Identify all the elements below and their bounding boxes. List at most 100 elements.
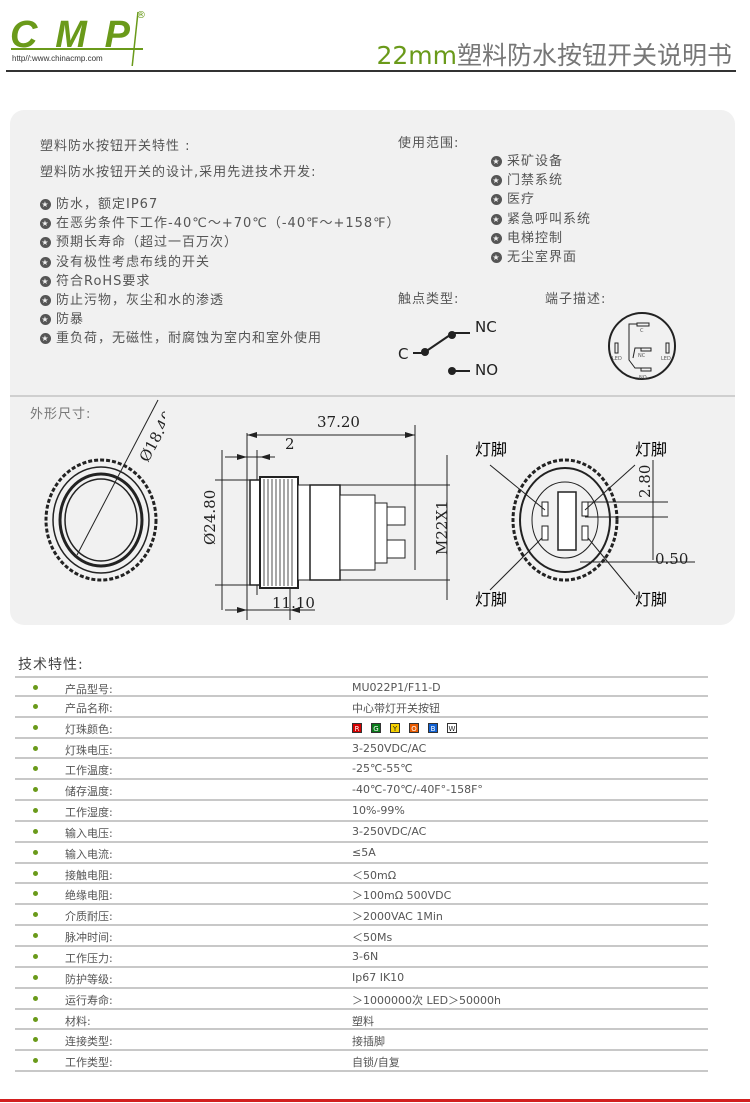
application-text: 无尘室界面 — [507, 249, 578, 265]
spec-label: 产品名称: — [65, 701, 113, 715]
star-bullet-icon: ★ — [491, 213, 502, 225]
feature-item: ★防止污物，灰尘和水的渗透 — [40, 289, 401, 308]
bullet-dot-icon — [33, 808, 38, 814]
spec-label: 工作温度: — [65, 764, 113, 778]
star-bullet-icon: ★ — [40, 333, 51, 345]
feature-text: 重负荷，无磁性，耐腐蚀为室内和室外使用 — [56, 331, 323, 347]
table-row: 连接类型: 接插脚 — [15, 1030, 708, 1052]
star-bullet-icon: ★ — [40, 275, 51, 287]
feature-item: ★ 重负荷，无磁性，耐腐蚀为室内和室外使用 — [40, 327, 401, 346]
spec-value: 中心带灯开关按钮 — [352, 701, 440, 715]
feature-item: ★预期长寿命（超过一百万次） — [40, 231, 401, 250]
table-row: 工作类型:自锁/自复 — [15, 1051, 708, 1073]
bullet-dot-icon — [33, 703, 38, 709]
star-bullet-icon: ★ — [491, 194, 502, 206]
spec-value: 3-6N — [352, 949, 379, 963]
star-bullet-icon: ★ — [40, 256, 51, 268]
bullet-dot-icon — [33, 953, 38, 959]
bullet-dot-icon — [33, 787, 38, 793]
contact-diagram: C NC NO — [398, 318, 498, 379]
table-row: 工作温度: -25℃-55℃ — [15, 759, 708, 781]
led-color-O: O — [409, 722, 419, 733]
led-color-W: W — [447, 722, 457, 733]
spec-label: 防护等级: — [65, 972, 113, 986]
bullet-dot-icon — [33, 1016, 38, 1022]
bullet-dot-icon — [33, 745, 38, 751]
contact-type-heading: 触点类型: — [398, 292, 460, 307]
application-text: 医疗 — [507, 192, 536, 208]
feature-item: ★ 没有极性考虑布线的开关 — [40, 251, 401, 270]
spec-label: 工作压力: — [65, 951, 113, 965]
spec-label: 介质耐压: — [65, 910, 113, 924]
spec-label: 工作类型: — [65, 1056, 113, 1070]
star-bullet-icon: ★ — [491, 232, 502, 244]
applications-heading: 使用范围: — [398, 136, 460, 151]
application-item: ★紧急呼叫系统 — [491, 208, 591, 227]
feature-text: 没有极性考虑布线的开关 — [56, 254, 211, 270]
svg-text:C: C — [640, 328, 644, 334]
spec-value: ＜50mΩ — [352, 868, 397, 882]
rear-view-drawing: 灯脚 灯脚 灯脚 灯脚 2.80 0.50 — [475, 440, 695, 609]
bullet-dot-icon — [33, 912, 38, 918]
led-pin-label-bottom-left: 灯脚 — [475, 590, 507, 609]
feature-item: ★在恶劣条件下工作-40℃～+70℃（-40℉～+158℉） — [40, 212, 401, 231]
spec-label: 接触电阻: — [65, 868, 113, 882]
spec-value: 3-250VDC/AC — [352, 741, 427, 755]
led-pin-label-top-left: 灯脚 — [475, 440, 507, 459]
spec-value: 接插脚 — [352, 1035, 385, 1049]
bullet-dot-icon — [33, 995, 38, 1001]
star-bullet-icon: ★ — [40, 294, 51, 306]
led-color-R: R — [352, 722, 362, 733]
feature-item: ★符合RoHS要求 — [40, 270, 401, 289]
spec-value: 10%-99% — [352, 804, 405, 818]
led-color-B: B — [428, 722, 438, 733]
spec-value: ≤5A — [352, 845, 376, 859]
applications-list: ★采矿设备★门禁系统★医疗★紧急呼叫系统★电梯控制★无尘室界面 — [491, 150, 591, 265]
bullet-dot-icon — [33, 766, 38, 772]
application-text: 采矿设备 — [507, 154, 564, 169]
spec-label: 连接类型: — [65, 1035, 113, 1049]
thread-m22x1: M22X1 — [433, 500, 450, 555]
dimension-2: 2 — [285, 435, 295, 453]
table-row: 输入电流:≤5A — [15, 843, 708, 864]
depth-11-10: 11.10 — [272, 594, 315, 612]
bullet-dot-icon — [33, 974, 38, 980]
side-view-drawing: 37.20 2 Ø24.80 M22X1 11.10 — [201, 413, 450, 620]
spec-label: 绝缘电阻: — [65, 889, 113, 903]
footer-line — [0, 1099, 750, 1102]
bullet-dot-icon — [33, 870, 38, 876]
application-text: 电梯控制 — [507, 230, 564, 246]
table-row: 介质耐压: ＞2000VAC 1Min — [15, 905, 708, 927]
contact-c-label: C — [398, 345, 408, 363]
spec-value: -25℃-55℃ — [352, 762, 413, 776]
features-intro: 塑料防水按钮开关的设计,采用先进技术开发: — [40, 165, 317, 180]
spec-value: MU022P1/F11-D — [352, 681, 441, 694]
bullet-dot-icon — [33, 849, 38, 855]
bullet-dot-icon — [33, 724, 38, 730]
spec-label: 脉冲时间: — [65, 931, 113, 945]
table-row: 产品型号: MU022P1/F11-D — [15, 676, 708, 697]
spec-label: 运行寿命: — [65, 993, 113, 1007]
length-37-20: 37.20 — [317, 413, 360, 431]
feature-text: 预期长寿命（超过一百万次） — [56, 235, 239, 251]
spec-label: 灯珠颜色: — [65, 722, 113, 736]
spec-value: ＞2000VAC 1Min — [352, 910, 443, 924]
application-item: ★采矿设备 — [491, 150, 591, 169]
cmp-logo: CMP ® http//:www.chinacmp.com — [8, 6, 158, 69]
panel-divider — [10, 395, 735, 397]
spec-label: 产品型号: — [65, 683, 113, 696]
application-item: ★ 医疗 — [491, 188, 591, 207]
pin-2-80: 2.80 — [636, 465, 654, 498]
diameter-24-80: Ø24.80 — [201, 490, 219, 545]
bullet-dot-icon — [33, 1037, 38, 1043]
spec-value: ＜50Ms — [352, 931, 393, 945]
page-title: 22mm塑料防水按钮开关说明书 — [376, 41, 732, 70]
feature-text: 在恶劣条件下工作-40℃～+70℃（-40℉～+158℉） — [56, 216, 401, 232]
svg-text:LED: LED — [612, 356, 622, 362]
table-row: 运行寿命:＞1000000次 LED＞50000h — [15, 989, 708, 1010]
feature-text: 防暴 — [56, 312, 85, 328]
spec-value: ＞100mΩ 500VDC — [352, 889, 452, 903]
